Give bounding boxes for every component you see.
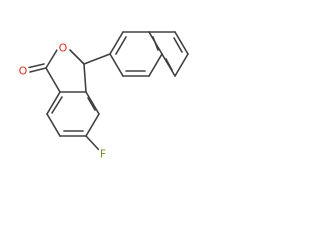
atom-o-ring: O — [57, 42, 69, 55]
bond-inner-c7-c7a — [51, 96, 63, 114]
bond-c3-c3a — [83, 63, 87, 93]
bond-c5-f — [85, 135, 100, 151]
bond-inner-n8-n7 — [173, 37, 183, 53]
benzene-ring — [46, 91, 100, 151]
bond-c3a-c4 — [85, 91, 100, 115]
bond-c6-c7 — [46, 113, 61, 137]
bond-carbonyl-2 — [28, 63, 45, 69]
bond-n2-n1 — [109, 31, 124, 55]
naphthalene-right-ring — [148, 31, 189, 77]
atom-f: F — [97, 148, 109, 161]
naphthalene-left-ring — [109, 31, 163, 77]
bond-inner-c3a-c4 — [87, 97, 96, 111]
bond-n4a-n4 — [148, 53, 163, 77]
atom-label-f: F — [100, 148, 106, 161]
bond-c3-o — [69, 49, 85, 65]
atom-label-o-carbonyl: O — [19, 65, 28, 78]
bond-c7-c7a — [46, 91, 61, 115]
atom-label-o-ring: O — [59, 42, 68, 55]
bond-inner-n2-n1 — [115, 36, 127, 55]
bond-inner-n6-n5 — [165, 58, 173, 71]
atom-o-carbonyl: O — [17, 65, 29, 78]
bond-c4-c5 — [85, 113, 100, 137]
bond-inner-n8a-n4a — [152, 36, 159, 51]
bond-n3-n2 — [109, 53, 124, 77]
lactone-ring — [28, 49, 87, 93]
bond-n7-n6 — [174, 53, 189, 77]
molecule-structure-diagram: O O F — [17, 31, 189, 161]
bond-c3-naphthyl — [83, 53, 111, 65]
bond-carbonyl-1 — [29, 67, 47, 73]
bond-o-c1 — [45, 49, 58, 69]
bond-c1-c7a — [45, 67, 61, 93]
bond-n8-n7 — [174, 31, 189, 55]
